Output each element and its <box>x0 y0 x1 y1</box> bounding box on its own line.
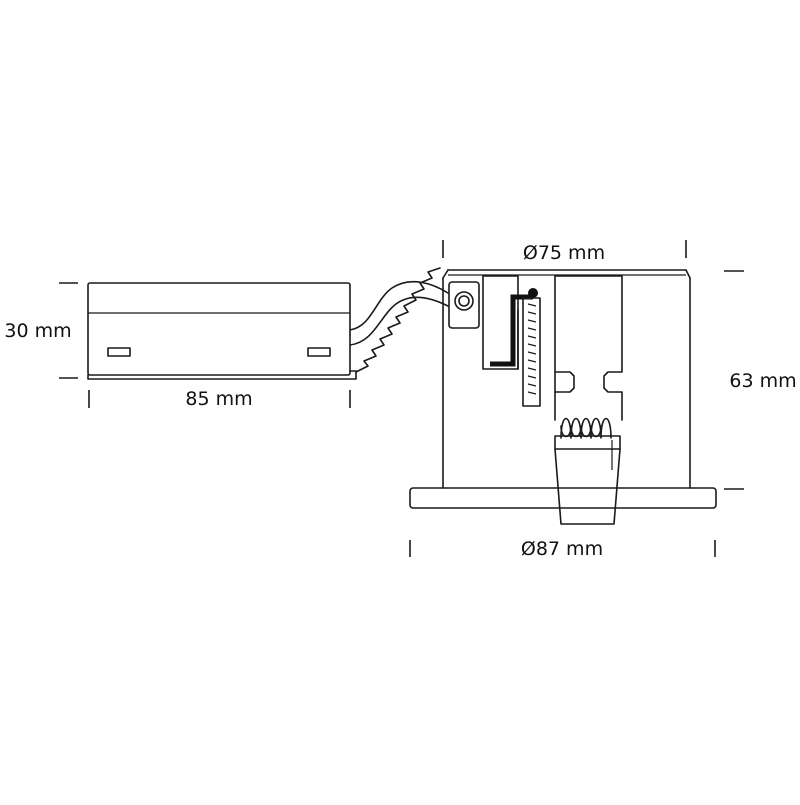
label-driver-length: 85 mm <box>185 388 252 410</box>
ratchet-strip <box>522 297 541 407</box>
cable-gland-inner <box>458 295 470 307</box>
lamp-holder-outline <box>554 275 623 421</box>
dimension-body-diameter: Ø75 mm <box>442 240 687 264</box>
driver-housing <box>87 282 351 376</box>
driver-slot-left <box>107 347 131 357</box>
cable-upper-edge <box>349 280 449 331</box>
driver-base-plate <box>87 370 357 380</box>
ground-wire <box>355 267 441 373</box>
dimension-driver-height: 30 mm <box>4 282 78 379</box>
cable <box>349 267 449 373</box>
label-bezel-diameter: Ø87 mm <box>521 538 603 560</box>
driver-box <box>87 282 357 380</box>
label-body-diameter: Ø75 mm <box>523 242 605 264</box>
cable-gland-housing <box>448 281 480 329</box>
bezel-flange <box>409 487 717 509</box>
fixture-top-chamfer-left <box>442 269 449 279</box>
dimension-bezel-diameter: Ø87 mm <box>409 538 716 560</box>
cable-lower-edge <box>349 296 449 346</box>
connector-block-body <box>554 448 621 525</box>
cable-gland-outer <box>454 291 474 311</box>
ratchet-teeth <box>527 303 537 395</box>
dimension-driver-length: 85 mm <box>88 388 351 410</box>
lamp-holder-notch-left <box>554 371 575 393</box>
label-fixture-height: 63 mm <box>729 370 796 392</box>
downlight-fixture <box>409 269 717 525</box>
spring-clip-knob <box>528 288 538 298</box>
fixture-top-chamfer-right <box>685 269 691 279</box>
label-driver-height: 30 mm <box>4 320 71 342</box>
dimension-fixture-height: 63 mm <box>724 270 797 490</box>
spring-coil-front <box>560 425 602 438</box>
driver-slot-right <box>307 347 331 357</box>
spring-clip-arm <box>490 294 533 367</box>
